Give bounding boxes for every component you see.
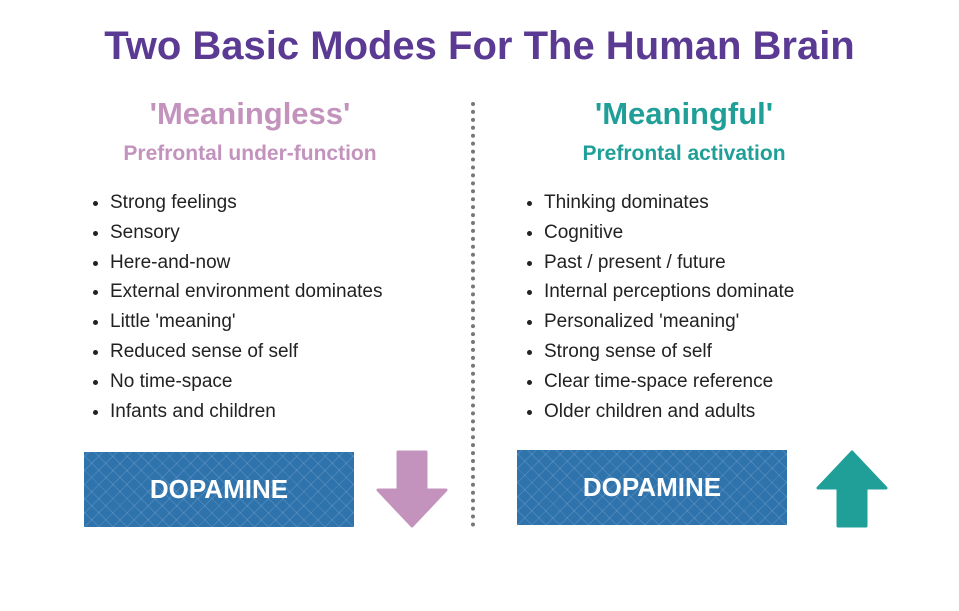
list-item: External environment dominates [110, 277, 460, 307]
dotted-divider [471, 102, 475, 527]
list-item: Older children and adults [544, 397, 894, 427]
list-item: Cognitive [544, 218, 894, 248]
right-list: Thinking dominates Cognitive Past / pres… [474, 188, 894, 426]
meaningless-column: 'Meaningless' Prefrontal under-function … [40, 96, 460, 426]
left-list: Strong feelings Sensory Here-and-now Ext… [40, 188, 460, 426]
right-heading: 'Meaningful' [594, 96, 774, 131]
right-subheading: Prefrontal activation [582, 142, 786, 165]
list-item: Little 'meaning' [110, 307, 460, 337]
list-item: Strong feelings [110, 188, 460, 218]
list-item: Strong sense of self [544, 337, 894, 367]
left-subheading: Prefrontal under-function [123, 142, 377, 165]
list-item: Internal perceptions dominate [544, 277, 894, 307]
left-dopamine-box: DOPAMINE [84, 452, 354, 527]
down-arrow-icon [376, 450, 448, 528]
list-item: Infants and children [110, 397, 460, 427]
list-item: Reduced sense of self [110, 337, 460, 367]
left-heading: 'Meaningless' [149, 96, 351, 131]
list-item: Thinking dominates [544, 188, 894, 218]
list-item: Sensory [110, 218, 460, 248]
up-arrow-icon [816, 450, 888, 528]
right-dopamine-box: DOPAMINE [517, 450, 787, 525]
meaningful-column: 'Meaningful' Prefrontal activation Think… [474, 96, 894, 426]
list-item: No time-space [110, 367, 460, 397]
list-item: Clear time-space reference [544, 367, 894, 397]
list-item: Past / present / future [544, 248, 894, 278]
page-title: Two Basic Modes For The Human Brain [104, 24, 855, 68]
list-item: Personalized 'meaning' [544, 307, 894, 337]
list-item: Here-and-now [110, 248, 460, 278]
